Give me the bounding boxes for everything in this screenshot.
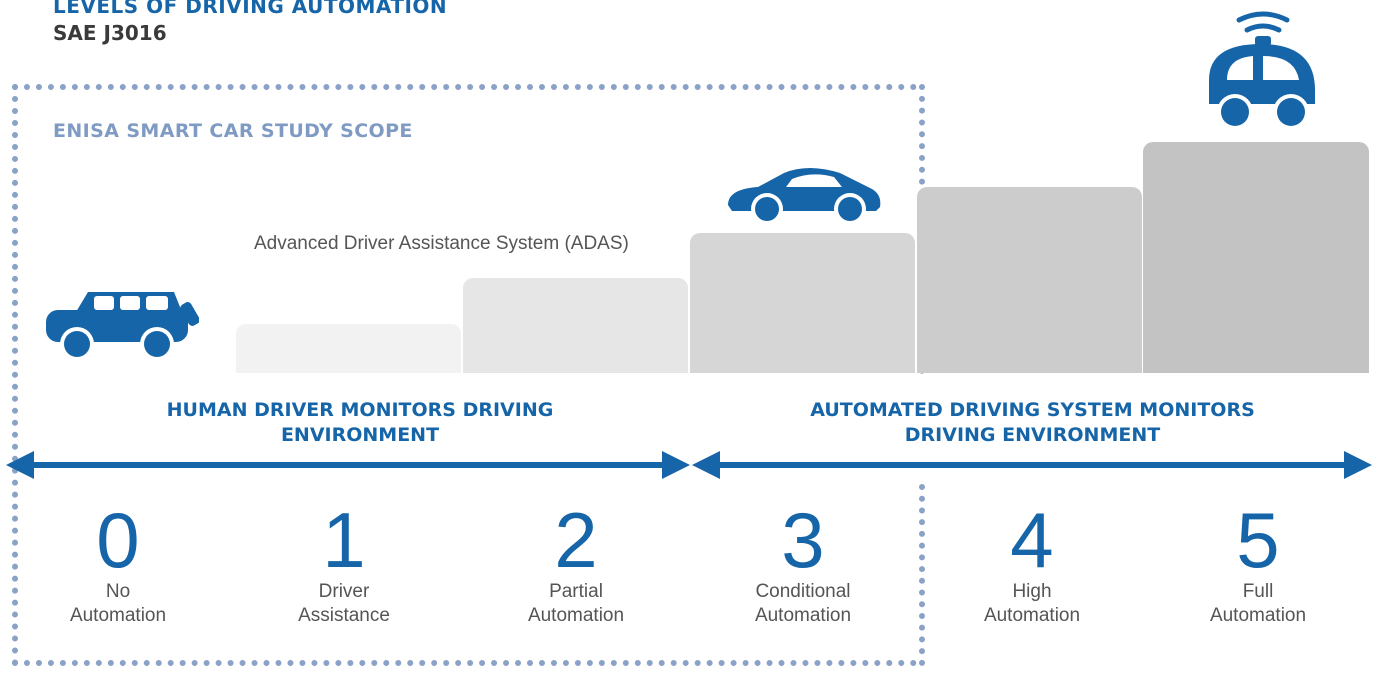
level-1: 1 Driver Assistance xyxy=(244,500,444,628)
level-number: 4 xyxy=(1010,496,1054,584)
level-number: 5 xyxy=(1236,496,1280,584)
level-1-step xyxy=(236,324,461,373)
monitoring-arrows xyxy=(6,451,1372,479)
level-name: Partial xyxy=(549,581,603,602)
level-2-step xyxy=(463,278,688,373)
level-name: Automation xyxy=(1209,605,1307,626)
system-monitors-heading: AUTOMATED DRIVING SYSTEM MONITORS DRIVIN… xyxy=(810,399,1255,446)
level-name: Conditional xyxy=(755,581,851,602)
level-number: 3 xyxy=(781,496,825,584)
level-number: 1 xyxy=(322,496,366,584)
level-4: 4 High Automation xyxy=(932,500,1132,628)
level-name: Driver xyxy=(318,581,370,602)
adas-label: Advanced Driver Assistance System (ADAS) xyxy=(254,233,629,254)
human-monitors-heading: HUMAN DRIVER MONITORS DRIVING ENVIRONMEN… xyxy=(166,399,554,446)
level-name: High xyxy=(1012,581,1052,602)
suv-icon xyxy=(46,292,199,361)
level-name: Automation xyxy=(983,605,1081,626)
level-0: 0 No Automation xyxy=(18,500,218,628)
level-number: 0 xyxy=(96,496,140,584)
level-5: 5 Full Automation xyxy=(1158,500,1358,628)
level-name: No xyxy=(105,581,131,602)
study-scope-label: ENISA SMART CAR STUDY SCOPE xyxy=(53,120,413,142)
autonomous-pod-icon xyxy=(1209,11,1315,130)
level-number: 2 xyxy=(554,496,598,584)
level-name: Full xyxy=(1242,581,1274,602)
study-scope-box-edge xyxy=(913,484,925,666)
sports-car-icon xyxy=(728,168,881,225)
level-4-step xyxy=(917,187,1142,373)
level-name: Automation xyxy=(69,605,167,626)
level-name: Automation xyxy=(754,605,852,626)
level-3-step xyxy=(690,233,915,373)
level-2: 2 Partial Automation xyxy=(476,500,676,628)
level-3: 3 Conditional Automation xyxy=(703,500,903,628)
level-name: Assistance xyxy=(298,605,390,626)
level-name: Automation xyxy=(527,605,625,626)
page-title: LEVELS OF DRIVING AUTOMATION xyxy=(53,0,448,18)
page-subtitle: SAE J3016 xyxy=(53,21,167,45)
level-5-step xyxy=(1143,142,1369,373)
study-scope-box xyxy=(12,84,917,666)
